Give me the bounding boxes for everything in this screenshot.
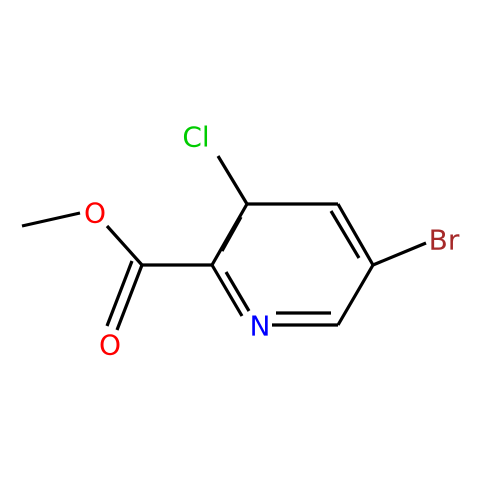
bond-c6-c5: [336, 264, 375, 326]
bond-c5-c4-inner: [329, 210, 361, 259]
bonds: [21, 155, 427, 331]
bond-carbonyl-double-b: [105, 260, 134, 327]
ether-oxygen-atom-label: O: [84, 197, 106, 230]
bond-carbonyl-double-a: [115, 264, 144, 331]
atom-labels: Cl Br N O O: [84, 121, 460, 362]
bond-oxygen-carbonyl-carbon: [105, 224, 144, 267]
bromine-atom-label: Br: [429, 224, 460, 257]
bond-c5-c4: [336, 203, 375, 266]
nitrogen-atom-label: N: [250, 310, 271, 343]
bond-methyl-oxygen: [21, 211, 81, 228]
bond-c3-c2-inner: [220, 216, 243, 252]
bond-c2-n-inner: [224, 271, 251, 312]
bond-c3-chlorine: [216, 155, 249, 205]
chlorine-atom-label: Cl: [182, 121, 209, 154]
bond-c5-bromine: [372, 241, 427, 267]
carbonyl-oxygen-atom-label: O: [99, 329, 121, 362]
bond-c2-n: [210, 264, 244, 317]
